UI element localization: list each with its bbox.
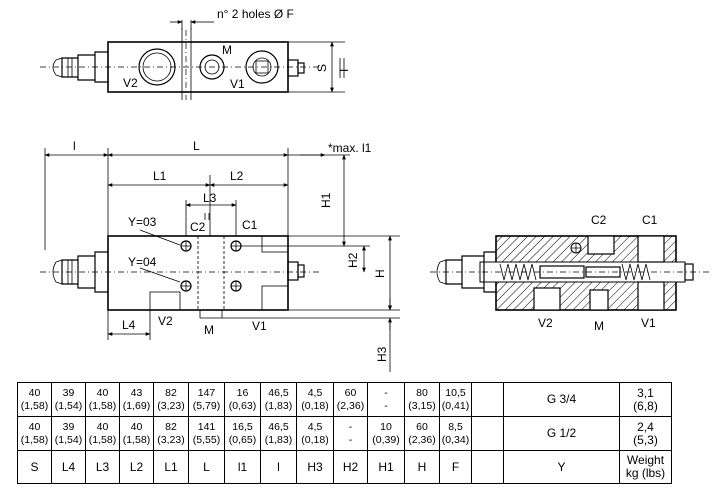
- label-max-l1: *max. l1: [328, 141, 372, 155]
- label-L1: L1: [153, 169, 167, 183]
- port-v1-top: [245, 50, 279, 84]
- label-v1-top: V1: [230, 77, 245, 91]
- header-cell: [471, 450, 504, 484]
- table-cell: 60(2,36): [333, 382, 368, 417]
- table-row: 40(1,58) 39(1,54) 40(1,58) 40(1,58) 82(3…: [17, 416, 672, 451]
- table-cell: 40(1,58): [17, 382, 52, 417]
- label-v1-front: V1: [252, 319, 267, 333]
- label-L: L: [193, 139, 200, 153]
- label-v1-section: V1: [641, 316, 656, 330]
- top-view-plug: [287, 59, 299, 77]
- table-cell: 82(3,23): [153, 382, 189, 417]
- label-i: I: [337, 69, 351, 72]
- label-Y04: Y=04: [128, 255, 157, 269]
- top-view: [40, 20, 345, 100]
- label-v2-front: V2: [158, 314, 173, 328]
- table-cell: 46,5(1,83): [260, 382, 297, 417]
- label-m-section: M: [594, 319, 604, 333]
- port-m-top: [199, 54, 225, 80]
- header-cell: H: [404, 450, 440, 484]
- table-cell: 16(0,63): [224, 382, 261, 417]
- label-H1: H1: [319, 192, 333, 208]
- label-c2-front: C2: [190, 220, 206, 234]
- table-cell: 8,5(0,34): [439, 416, 472, 451]
- holes-note: n° 2 holes Ø F: [217, 7, 294, 21]
- table-cell: 4,5(0,18): [296, 382, 334, 417]
- label-c1-section: C1: [642, 213, 658, 227]
- table-cell: 39(1,54): [51, 382, 86, 417]
- header-cell: L4: [51, 450, 86, 484]
- label-c1-front: C1: [242, 218, 258, 232]
- header-cell: L: [188, 450, 225, 484]
- table-cell: G 3/4: [503, 382, 620, 417]
- table-row: 40(1,58) 39(1,54) 40(1,58) 43(1,69) 82(3…: [17, 382, 672, 417]
- label-l: l: [73, 139, 76, 153]
- table-cell: 40(1,58): [17, 416, 52, 451]
- table-cell: 43(1,69): [119, 382, 154, 417]
- header-cell: H2: [333, 450, 368, 484]
- table-cell: 141(5,55): [188, 416, 225, 451]
- table-cell: 2,4(5,3): [619, 416, 672, 451]
- label-L2: L2: [230, 169, 244, 183]
- header-cell: L2: [119, 450, 154, 484]
- table-cell: 40(1,58): [85, 416, 120, 451]
- label-H3: H3: [375, 346, 389, 362]
- table-cell: 39(1,54): [51, 416, 86, 451]
- table-cell: 10(0,39): [367, 416, 405, 451]
- label-c2-section: C2: [591, 213, 607, 227]
- front-view: [40, 148, 400, 372]
- table-cell: [471, 382, 504, 417]
- table-cell: 60(2,36): [404, 416, 440, 451]
- label-m-top: M: [222, 43, 232, 57]
- table-cell: [471, 416, 504, 451]
- table-cell: 40(1,58): [119, 416, 154, 451]
- table-cell: --: [333, 416, 368, 451]
- port-v2-top: [138, 48, 176, 86]
- header-cell: L1: [153, 450, 189, 484]
- label-v2-section: V2: [538, 316, 553, 330]
- table-cell: 16,5(0,65): [224, 416, 261, 451]
- label-L3: L3: [203, 191, 217, 205]
- header-cell: Y: [503, 450, 620, 484]
- header-cell: S: [17, 450, 52, 484]
- table-cell: 3,1(6,8): [619, 382, 672, 417]
- header-cell: H3: [296, 450, 334, 484]
- header-cell: l: [260, 450, 297, 484]
- technical-drawing: n° 2 holes Ø F M V2 V1 S I: [40, 7, 712, 372]
- header-cell: H1: [367, 450, 405, 484]
- header-cell: L3: [85, 450, 120, 484]
- table-cell: --: [367, 382, 405, 417]
- table-cell: 4,5(0,18): [296, 416, 334, 451]
- header-cell: F: [439, 450, 472, 484]
- table-cell: 40(1,58): [85, 382, 120, 417]
- label-H2: H2: [346, 252, 360, 268]
- table-cell: G 1/2: [503, 416, 620, 451]
- label-H: H: [373, 269, 387, 278]
- header-cell: l1: [224, 450, 261, 484]
- table-cell: 147(5,79): [188, 382, 225, 417]
- table-header-row: S L4 L3 L2 L1 L l1 l H3 H2 H1 H F Y Weig…: [17, 450, 672, 484]
- label-v2-top: V2: [123, 76, 138, 90]
- label-s: S: [315, 64, 329, 72]
- table-cell: 82(3,23): [153, 416, 189, 451]
- section-view: [430, 235, 712, 311]
- label-Y03: Y=03: [128, 215, 157, 229]
- dimensions-table: 40(1,58) 39(1,54) 40(1,58) 43(1,69) 82(3…: [17, 382, 672, 484]
- label-L4: L4: [122, 318, 136, 332]
- label-m-front: M: [204, 323, 214, 337]
- table-cell: 80(3,15): [404, 382, 440, 417]
- table-cell: 46,5(1,83): [260, 416, 297, 451]
- table-cell: 10,5(0,41): [439, 382, 472, 417]
